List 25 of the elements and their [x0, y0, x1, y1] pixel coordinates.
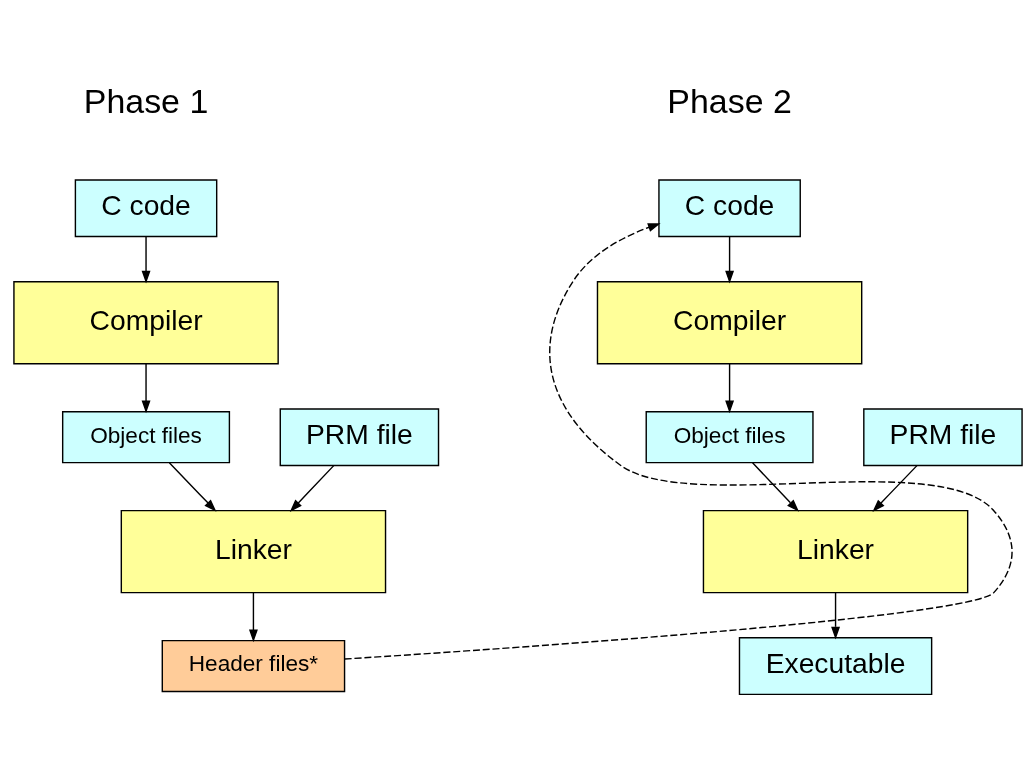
arrow [725, 236, 735, 284]
node-box: C code [658, 179, 801, 238]
node-box: Object files [61, 411, 231, 464]
arrow [248, 592, 258, 643]
node-box: Header files* [161, 639, 346, 693]
node-box: Compiler [596, 281, 863, 365]
label: Phase 1 [83, 81, 209, 120]
arrow [141, 236, 151, 284]
arrow [289, 464, 335, 512]
arrow [141, 363, 151, 414]
node-box: PRM file [863, 408, 1023, 467]
node-box: Object files [645, 411, 814, 464]
node-box: Executable [738, 637, 933, 696]
arrow [831, 592, 840, 640]
node-box: Linker [120, 509, 387, 594]
node-box: C code [74, 179, 218, 238]
arrow [725, 363, 735, 414]
arrow [872, 464, 918, 512]
arrow [344, 223, 1013, 660]
arrow [168, 462, 217, 512]
node-box: PRM file [279, 408, 440, 467]
label: Phase 2 [667, 81, 792, 120]
arrow [751, 462, 800, 512]
node-box: Compiler [13, 281, 279, 365]
node-box: Linker [702, 509, 969, 594]
